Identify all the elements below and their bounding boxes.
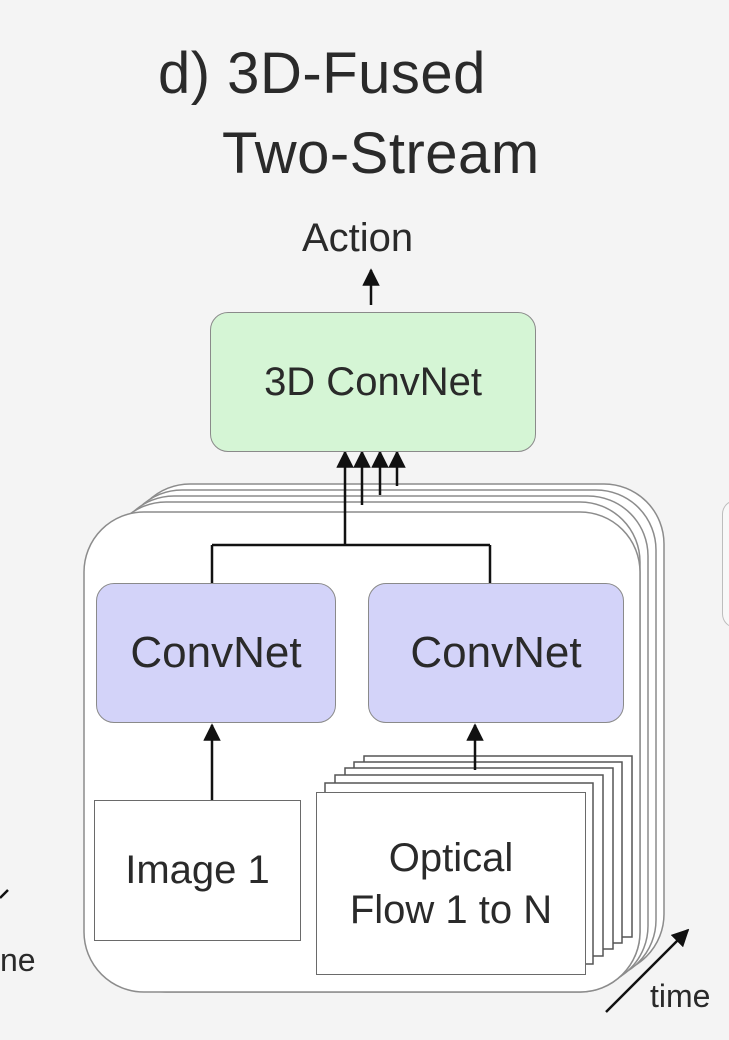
rgb-convnet-label: ConvNet (130, 628, 302, 677)
image-input-label: Image 1 (125, 848, 270, 892)
time-arrow (605, 928, 690, 1013)
title-line-2: Two-Stream (222, 121, 540, 186)
edge-arrow-fragment (0, 889, 9, 899)
optical-flow-input-box: Optical Flow 1 to N (316, 792, 586, 975)
image-input-box: Image 1 (94, 800, 301, 941)
time-axis-label: time (650, 978, 711, 1014)
flow-convnet-label: ConvNet (410, 628, 582, 677)
optical-flow-label-line-1: Optical (388, 835, 514, 880)
cut-off-right-panel (722, 500, 729, 628)
output-action-label: Action (302, 216, 414, 260)
flow-convnet-box: ConvNet (368, 583, 624, 723)
title-line-1: d) 3D-Fused (158, 41, 486, 106)
fusion-3d-convnet-box: 3D ConvNet (210, 312, 536, 452)
cut-off-edge-text: ne (0, 942, 36, 978)
connectors (0, 268, 690, 1013)
fusion-3d-convnet-label: 3D ConvNet (264, 359, 482, 404)
optical-flow-label-line-2: Flow 1 to N (349, 887, 553, 932)
rgb-convnet-box: ConvNet (96, 583, 336, 723)
